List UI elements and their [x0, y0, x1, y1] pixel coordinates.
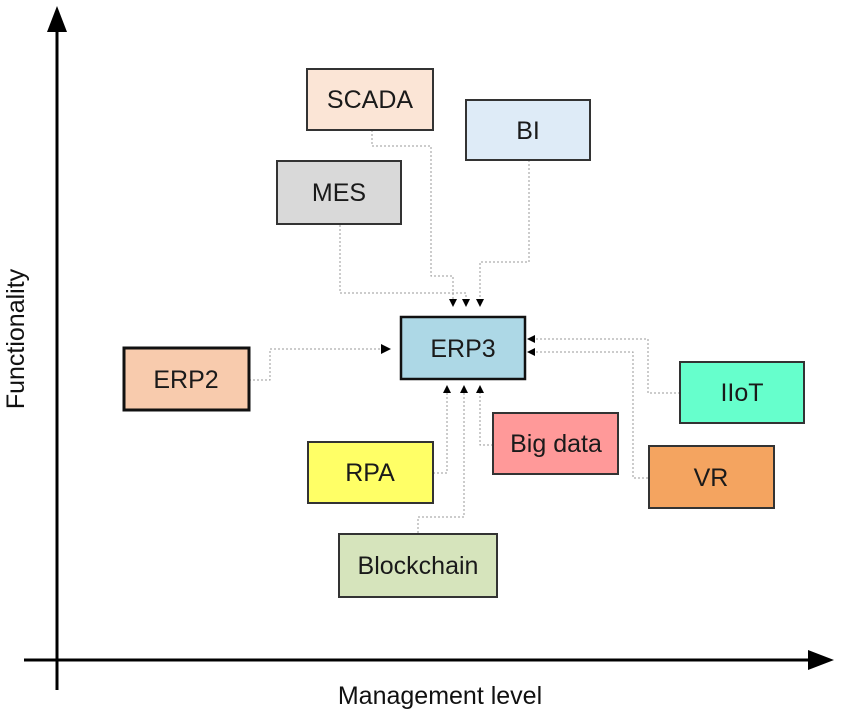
node-erp3-box [399, 315, 527, 381]
connector-bi-erp3 [476, 160, 530, 307]
node-bigdata-box [492, 412, 619, 475]
node-scada-box [306, 68, 434, 131]
node-scada-label: SCADA [327, 86, 413, 114]
connector-rpa-erp3 [433, 385, 451, 474]
node-bigdata-label: Big data [510, 430, 602, 458]
x-axis-label: Management level [338, 682, 542, 710]
connector-blockchain-erp3 [417, 385, 468, 533]
node-vr-box [648, 445, 775, 509]
node-erp3-label: ERP3 [430, 335, 495, 363]
node-iiot-label: IIoT [720, 379, 763, 407]
node-mes-label: MES [312, 179, 366, 207]
node-erp2-label: ERP2 [153, 366, 218, 394]
node-mes-box [276, 160, 402, 225]
node-rpa-label: RPA [345, 459, 395, 487]
node-iiot: IIoT [679, 361, 805, 424]
node-blockchain: Blockchain [338, 533, 498, 598]
node-bi: BI [465, 99, 591, 161]
connector-mes-erp3 [339, 225, 470, 307]
node-blockchain-label: Blockchain [358, 552, 479, 580]
node-blockchain-box [338, 533, 498, 598]
node-rpa: RPA [307, 441, 434, 504]
connector-vr-erp3 [527, 348, 648, 479]
node-rpa-box [307, 441, 434, 504]
node-vr: VR [648, 445, 775, 509]
node-mes: MES [276, 160, 402, 225]
node-erp2-box [122, 346, 251, 412]
axes: Management level Functionality [2, 6, 834, 710]
node-bi-box [465, 99, 591, 161]
node-vr-label: VR [694, 464, 729, 492]
node-erp2: ERP2 [122, 346, 251, 412]
y-axis-label: Functionality [2, 268, 30, 409]
connector-erp2-erp3 [249, 344, 391, 381]
node-scada: SCADA [306, 68, 434, 131]
y-axis-arrow [47, 6, 67, 32]
connector-bigdata-erp3 [476, 385, 493, 446]
connector-iiot-erp3 [527, 335, 680, 394]
x-axis-arrow [808, 650, 834, 670]
connector-scada-erp3 [371, 130, 457, 307]
node-bigdata: Big data [492, 412, 619, 475]
node-iiot-box [679, 361, 805, 424]
node-erp3: ERP3 [399, 315, 527, 381]
node-bi-label: BI [516, 117, 540, 145]
connectors [249, 130, 680, 533]
